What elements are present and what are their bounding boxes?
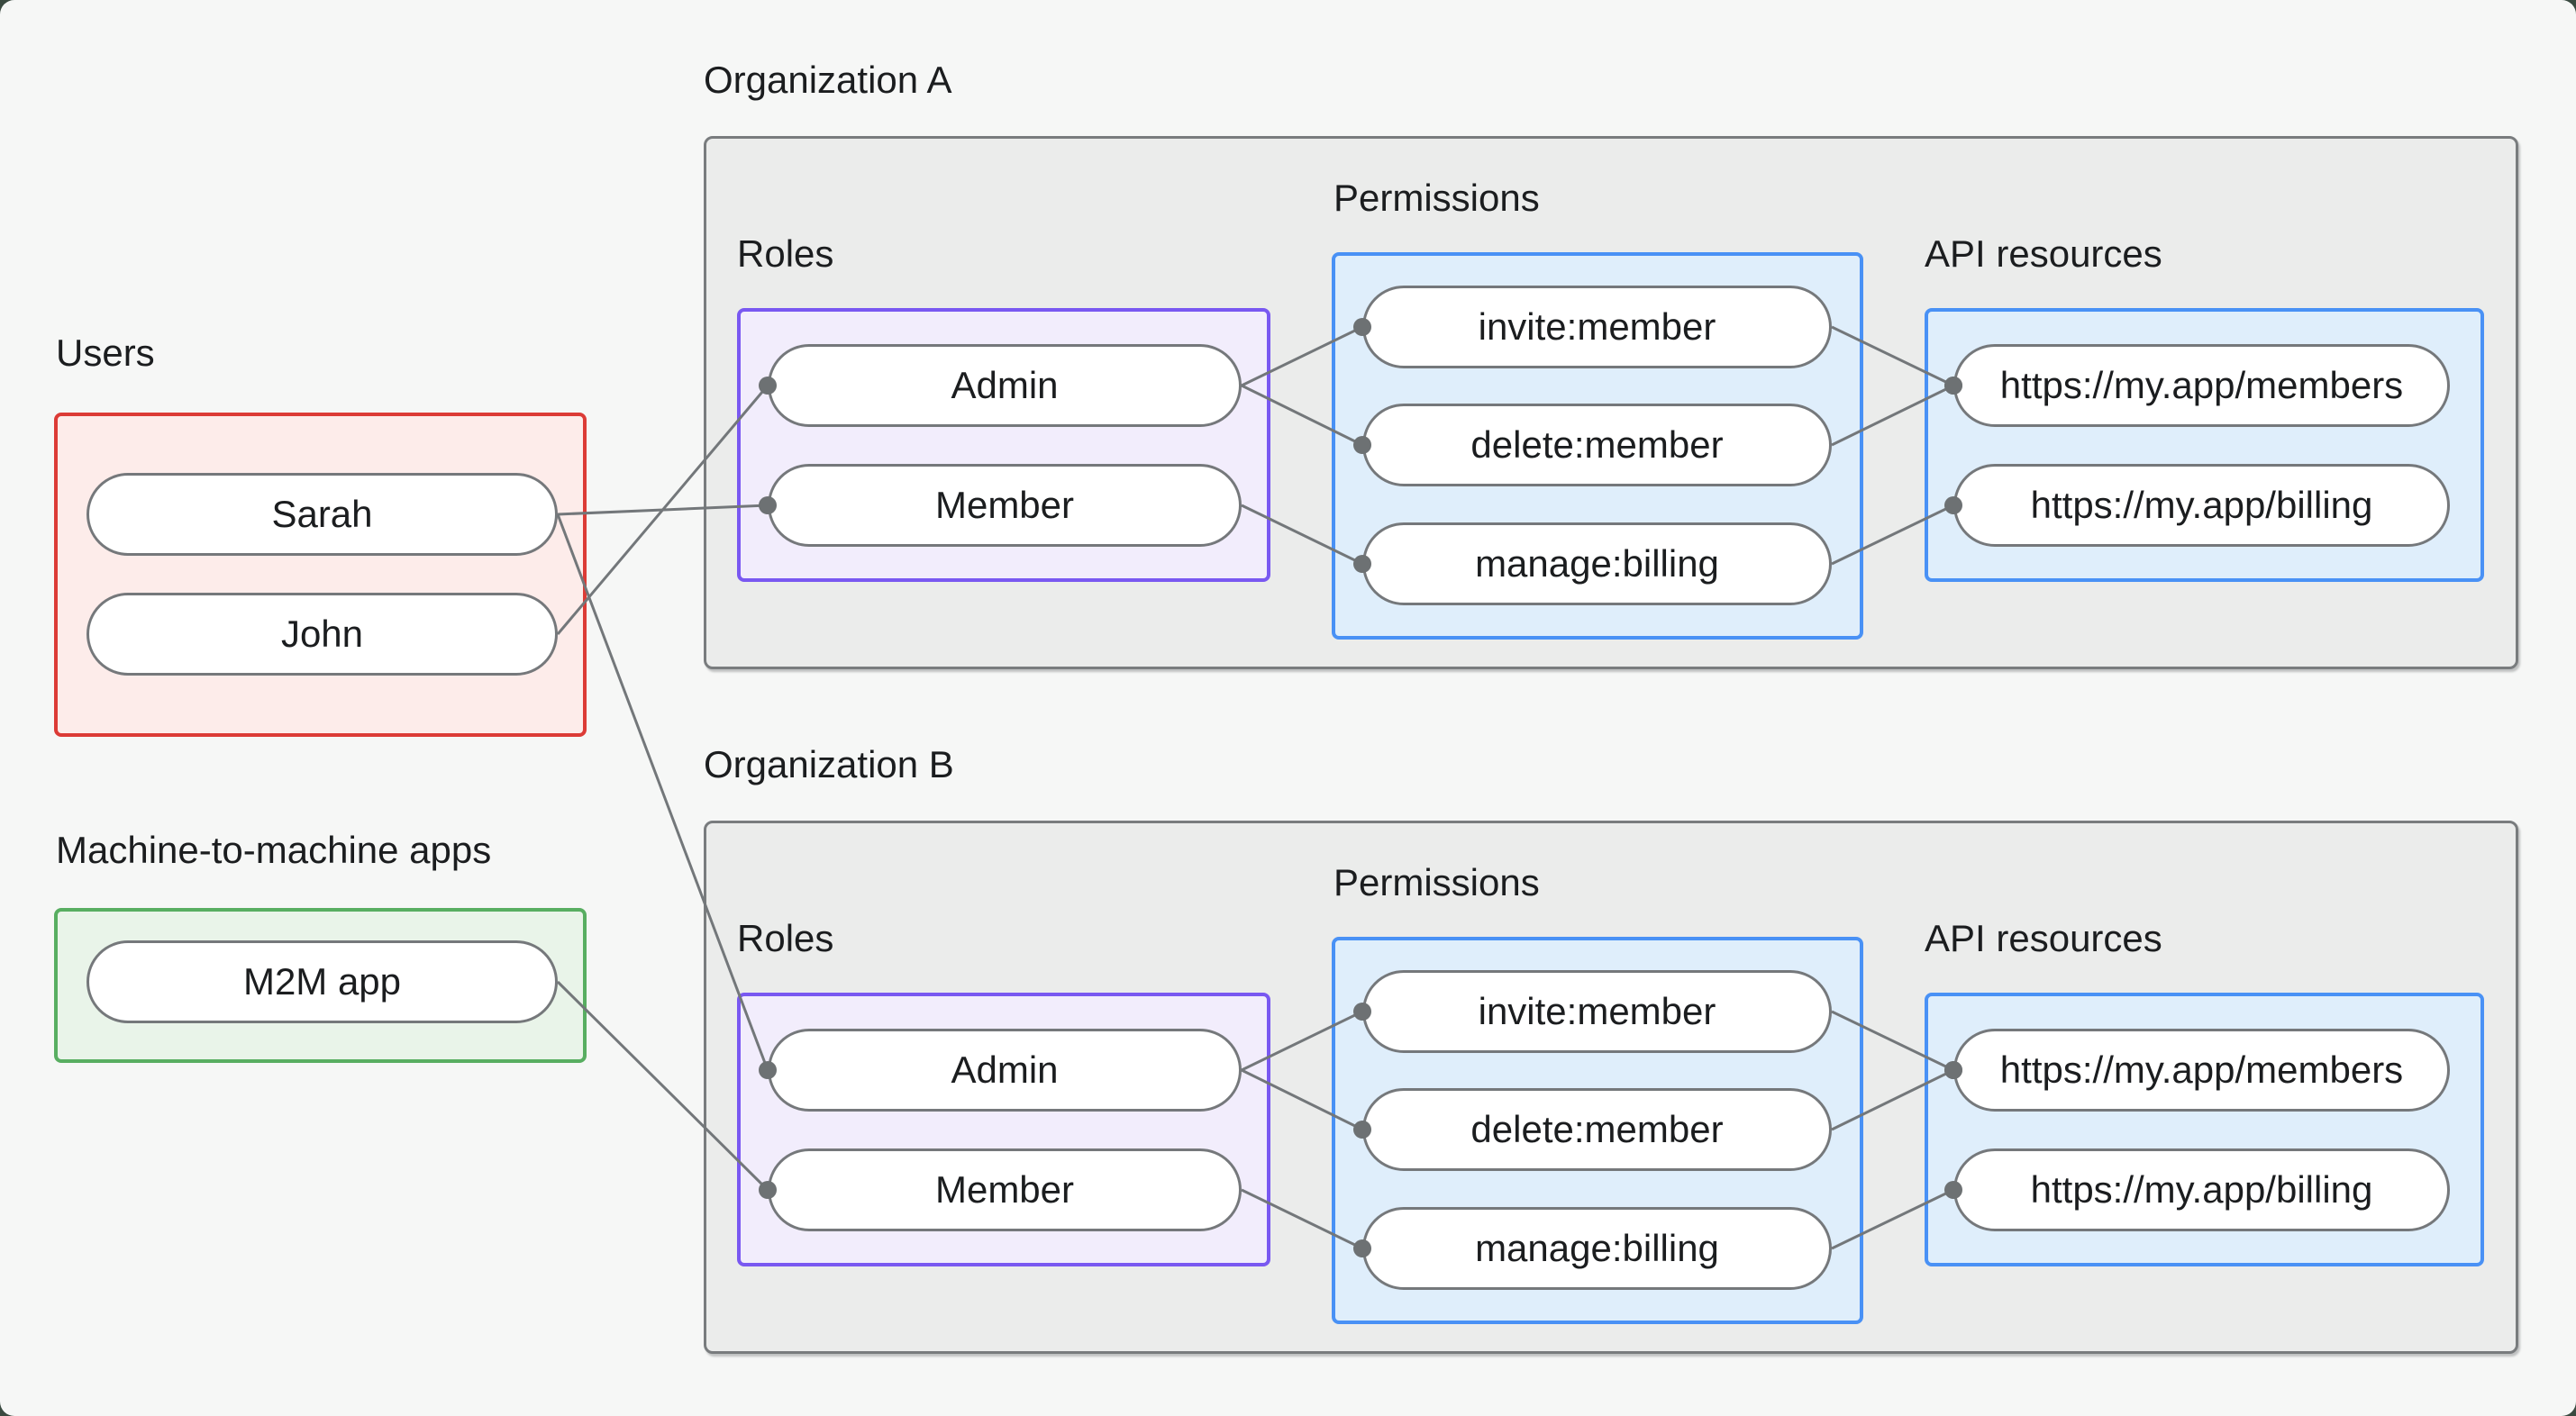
- node-org-b-role-admin: Admin: [768, 1029, 1242, 1112]
- m2m-group-label: Machine-to-machine apps: [56, 829, 492, 871]
- users-group-label: Users: [56, 331, 155, 374]
- node-m2m-app: M2M app: [86, 940, 558, 1023]
- node-user-john: John: [86, 593, 558, 676]
- org-b-api-label: API resources: [1925, 917, 2162, 959]
- org-a-permissions-label: Permissions: [1334, 177, 1540, 219]
- node-org-a-role-member: Member: [768, 464, 1242, 547]
- node-org-a-perm-manage: manage:billing: [1362, 522, 1832, 605]
- node-org-a-perm-invite: invite:member: [1362, 286, 1832, 368]
- node-org-a-api-members: https://my.app/members: [1953, 344, 2450, 427]
- node-org-a-api-billing: https://my.app/billing: [1953, 464, 2450, 547]
- org-b-roles-label: Roles: [737, 917, 834, 959]
- org-a-api-label: API resources: [1925, 232, 2162, 275]
- node-org-b-api-members: https://my.app/members: [1953, 1029, 2450, 1112]
- node-user-sarah: Sarah: [86, 473, 558, 556]
- org-b-title: Organization B: [704, 743, 954, 785]
- node-org-a-perm-delete: delete:member: [1362, 404, 1832, 486]
- org-b-permissions-label: Permissions: [1334, 861, 1540, 903]
- node-org-b-api-billing: https://my.app/billing: [1953, 1148, 2450, 1231]
- node-org-b-role-member: Member: [768, 1148, 1242, 1231]
- node-org-b-perm-manage: manage:billing: [1362, 1207, 1832, 1290]
- node-org-b-perm-invite: invite:member: [1362, 970, 1832, 1053]
- org-a-roles-label: Roles: [737, 232, 834, 275]
- org-a-title: Organization A: [704, 59, 952, 101]
- users-group-box: [54, 413, 587, 737]
- node-org-a-role-admin: Admin: [768, 344, 1242, 427]
- node-org-b-perm-delete: delete:member: [1362, 1088, 1832, 1171]
